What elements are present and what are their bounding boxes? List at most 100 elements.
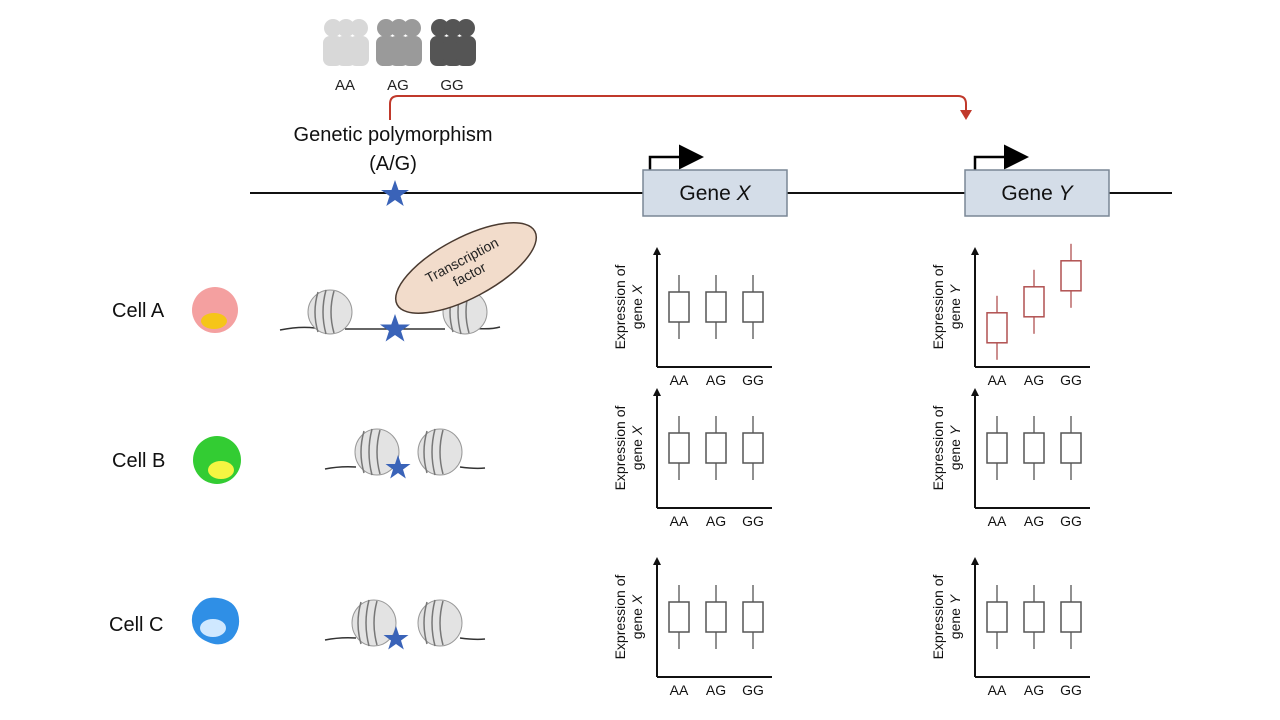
- x-tick-label: AG: [706, 372, 726, 388]
- y-axis-arrow-icon: [971, 388, 979, 396]
- y-axis-arrow-icon: [653, 388, 661, 396]
- boxplot-box: [986, 601, 1008, 633]
- x-tick-label: GG: [1060, 513, 1082, 529]
- y-axis-label-line1: Expression of: [612, 405, 628, 490]
- x-tick-label: AG: [1024, 513, 1044, 529]
- y-axis-label: Expression ofgene Y: [930, 405, 963, 490]
- y-axis-label-line2: gene: [947, 604, 963, 639]
- gene-x-tss-arrow-icon: [648, 144, 704, 171]
- y-axis-label-line1: Expression of: [930, 574, 946, 659]
- snp-star-icon: [383, 626, 409, 650]
- y-axis-label-line1: Expression of: [612, 264, 628, 349]
- population-gg-icon: [430, 19, 476, 66]
- gene-x: Gene X: [642, 144, 788, 217]
- nucleosome-icon: [351, 599, 397, 647]
- nucleosome-icon: [417, 428, 463, 476]
- y-axis-label-var: X: [629, 594, 645, 605]
- boxplot-box: [1060, 260, 1082, 292]
- cell-b-icon: [193, 436, 241, 484]
- boxplot-panel-cell-c-gene-y: Expression ofgene Y AA AG GG: [930, 557, 1090, 698]
- cell-a-label: Cell A: [112, 300, 165, 322]
- population-aa-icon: [323, 19, 369, 66]
- x-tick-label: AA: [670, 682, 689, 698]
- y-axis-label-var: Y: [947, 424, 963, 435]
- boxplot-box: [986, 432, 1008, 464]
- boxplot-box: [986, 312, 1008, 344]
- boxplot-box: [742, 291, 764, 323]
- boxplot-box: [668, 291, 690, 323]
- y-axis-label: Expression ofgene X: [612, 405, 645, 490]
- y-axis-label-var: Y: [947, 593, 963, 604]
- nucleosome-icon: [354, 428, 400, 476]
- y-axis-arrow-icon: [971, 557, 979, 565]
- regulatory-arrow-head-icon: [960, 110, 972, 120]
- chromatin-cell-b: [324, 428, 486, 479]
- boxplot-panel-cell-a-gene-x: Expression ofgene X AA AG GG: [612, 247, 772, 388]
- dna-strand-cell-c: [324, 637, 486, 641]
- population-ag-label: AG: [387, 77, 409, 94]
- y-axis-arrow-icon: [971, 247, 979, 255]
- cell-c-label: Cell C: [109, 614, 163, 636]
- boxplot-box: [1060, 432, 1082, 464]
- x-tick-label: AA: [988, 372, 1007, 388]
- y-axis-label-line1: Expression of: [930, 264, 946, 349]
- boxplot-box: [1060, 601, 1082, 633]
- gene-y-box: [964, 169, 1110, 217]
- y-axis-label-line1: Expression of: [612, 574, 628, 659]
- y-axis-label-line2: gene: [947, 294, 963, 329]
- snp-label-line2: (A/G): [369, 153, 417, 175]
- gene-x-box: [642, 169, 788, 217]
- cell-a-icon: [192, 287, 238, 333]
- x-tick-label: GG: [1060, 372, 1082, 388]
- y-axis-label-var: Y: [947, 283, 963, 294]
- regulatory-arrow: [389, 95, 967, 120]
- snp-star-icon: [380, 314, 410, 342]
- x-tick-label: AG: [1024, 372, 1044, 388]
- snp-star-icon: [385, 455, 411, 479]
- gene-y-tss-arrow-icon: [973, 144, 1029, 171]
- y-axis-label: Expression ofgene Y: [930, 264, 963, 349]
- y-axis-label-line2: gene: [629, 435, 645, 470]
- nucleosome-icon: [417, 599, 463, 647]
- y-axis-arrow-icon: [653, 557, 661, 565]
- chromatin-cell-c: [324, 599, 486, 650]
- x-tick-label: AA: [670, 513, 689, 529]
- y-axis-label-var: X: [629, 425, 645, 436]
- x-tick-label: AA: [670, 372, 689, 388]
- dna-strand-cell-b: [324, 466, 486, 470]
- snp-star-icon: [381, 180, 409, 206]
- y-axis-label: Expression ofgene X: [612, 264, 645, 349]
- boxplot-panel-cell-a-gene-y: Expression ofgene Y AA AG GG: [930, 243, 1090, 388]
- snp-label-line1: Genetic polymorphism: [294, 124, 493, 146]
- y-axis-arrow-icon: [653, 247, 661, 255]
- y-axis-label-line2: gene: [629, 294, 645, 329]
- x-tick-label: AG: [1024, 682, 1044, 698]
- x-tick-label: GG: [742, 372, 764, 388]
- boxplot-box: [705, 601, 727, 633]
- population-icons: AA AG GG: [323, 19, 476, 94]
- boxplot-box: [1023, 286, 1045, 318]
- boxplot-panel-cell-b-gene-y: Expression ofgene Y AA AG GG: [930, 388, 1090, 529]
- x-tick-label: GG: [1060, 682, 1082, 698]
- population-gg-label: GG: [440, 77, 463, 94]
- x-tick-label: AG: [706, 682, 726, 698]
- population-ag-icon: [376, 19, 422, 66]
- x-tick-label: AG: [706, 513, 726, 529]
- y-axis-label-line2: gene: [629, 604, 645, 639]
- cell-c-icon: [191, 597, 240, 645]
- boxplot-box: [668, 601, 690, 633]
- chromatin-cell-a: Transcription factor: [279, 222, 538, 342]
- x-tick-label: AA: [988, 682, 1007, 698]
- gene-x-label: Gene X: [679, 182, 751, 205]
- y-axis-label: Expression ofgene Y: [930, 574, 963, 659]
- population-aa-label: AA: [335, 77, 355, 94]
- boxplot-box: [742, 601, 764, 633]
- y-axis-label-line2: gene: [947, 435, 963, 470]
- x-tick-label: AA: [988, 513, 1007, 529]
- boxplot-box: [742, 432, 764, 464]
- boxplot-box: [668, 432, 690, 464]
